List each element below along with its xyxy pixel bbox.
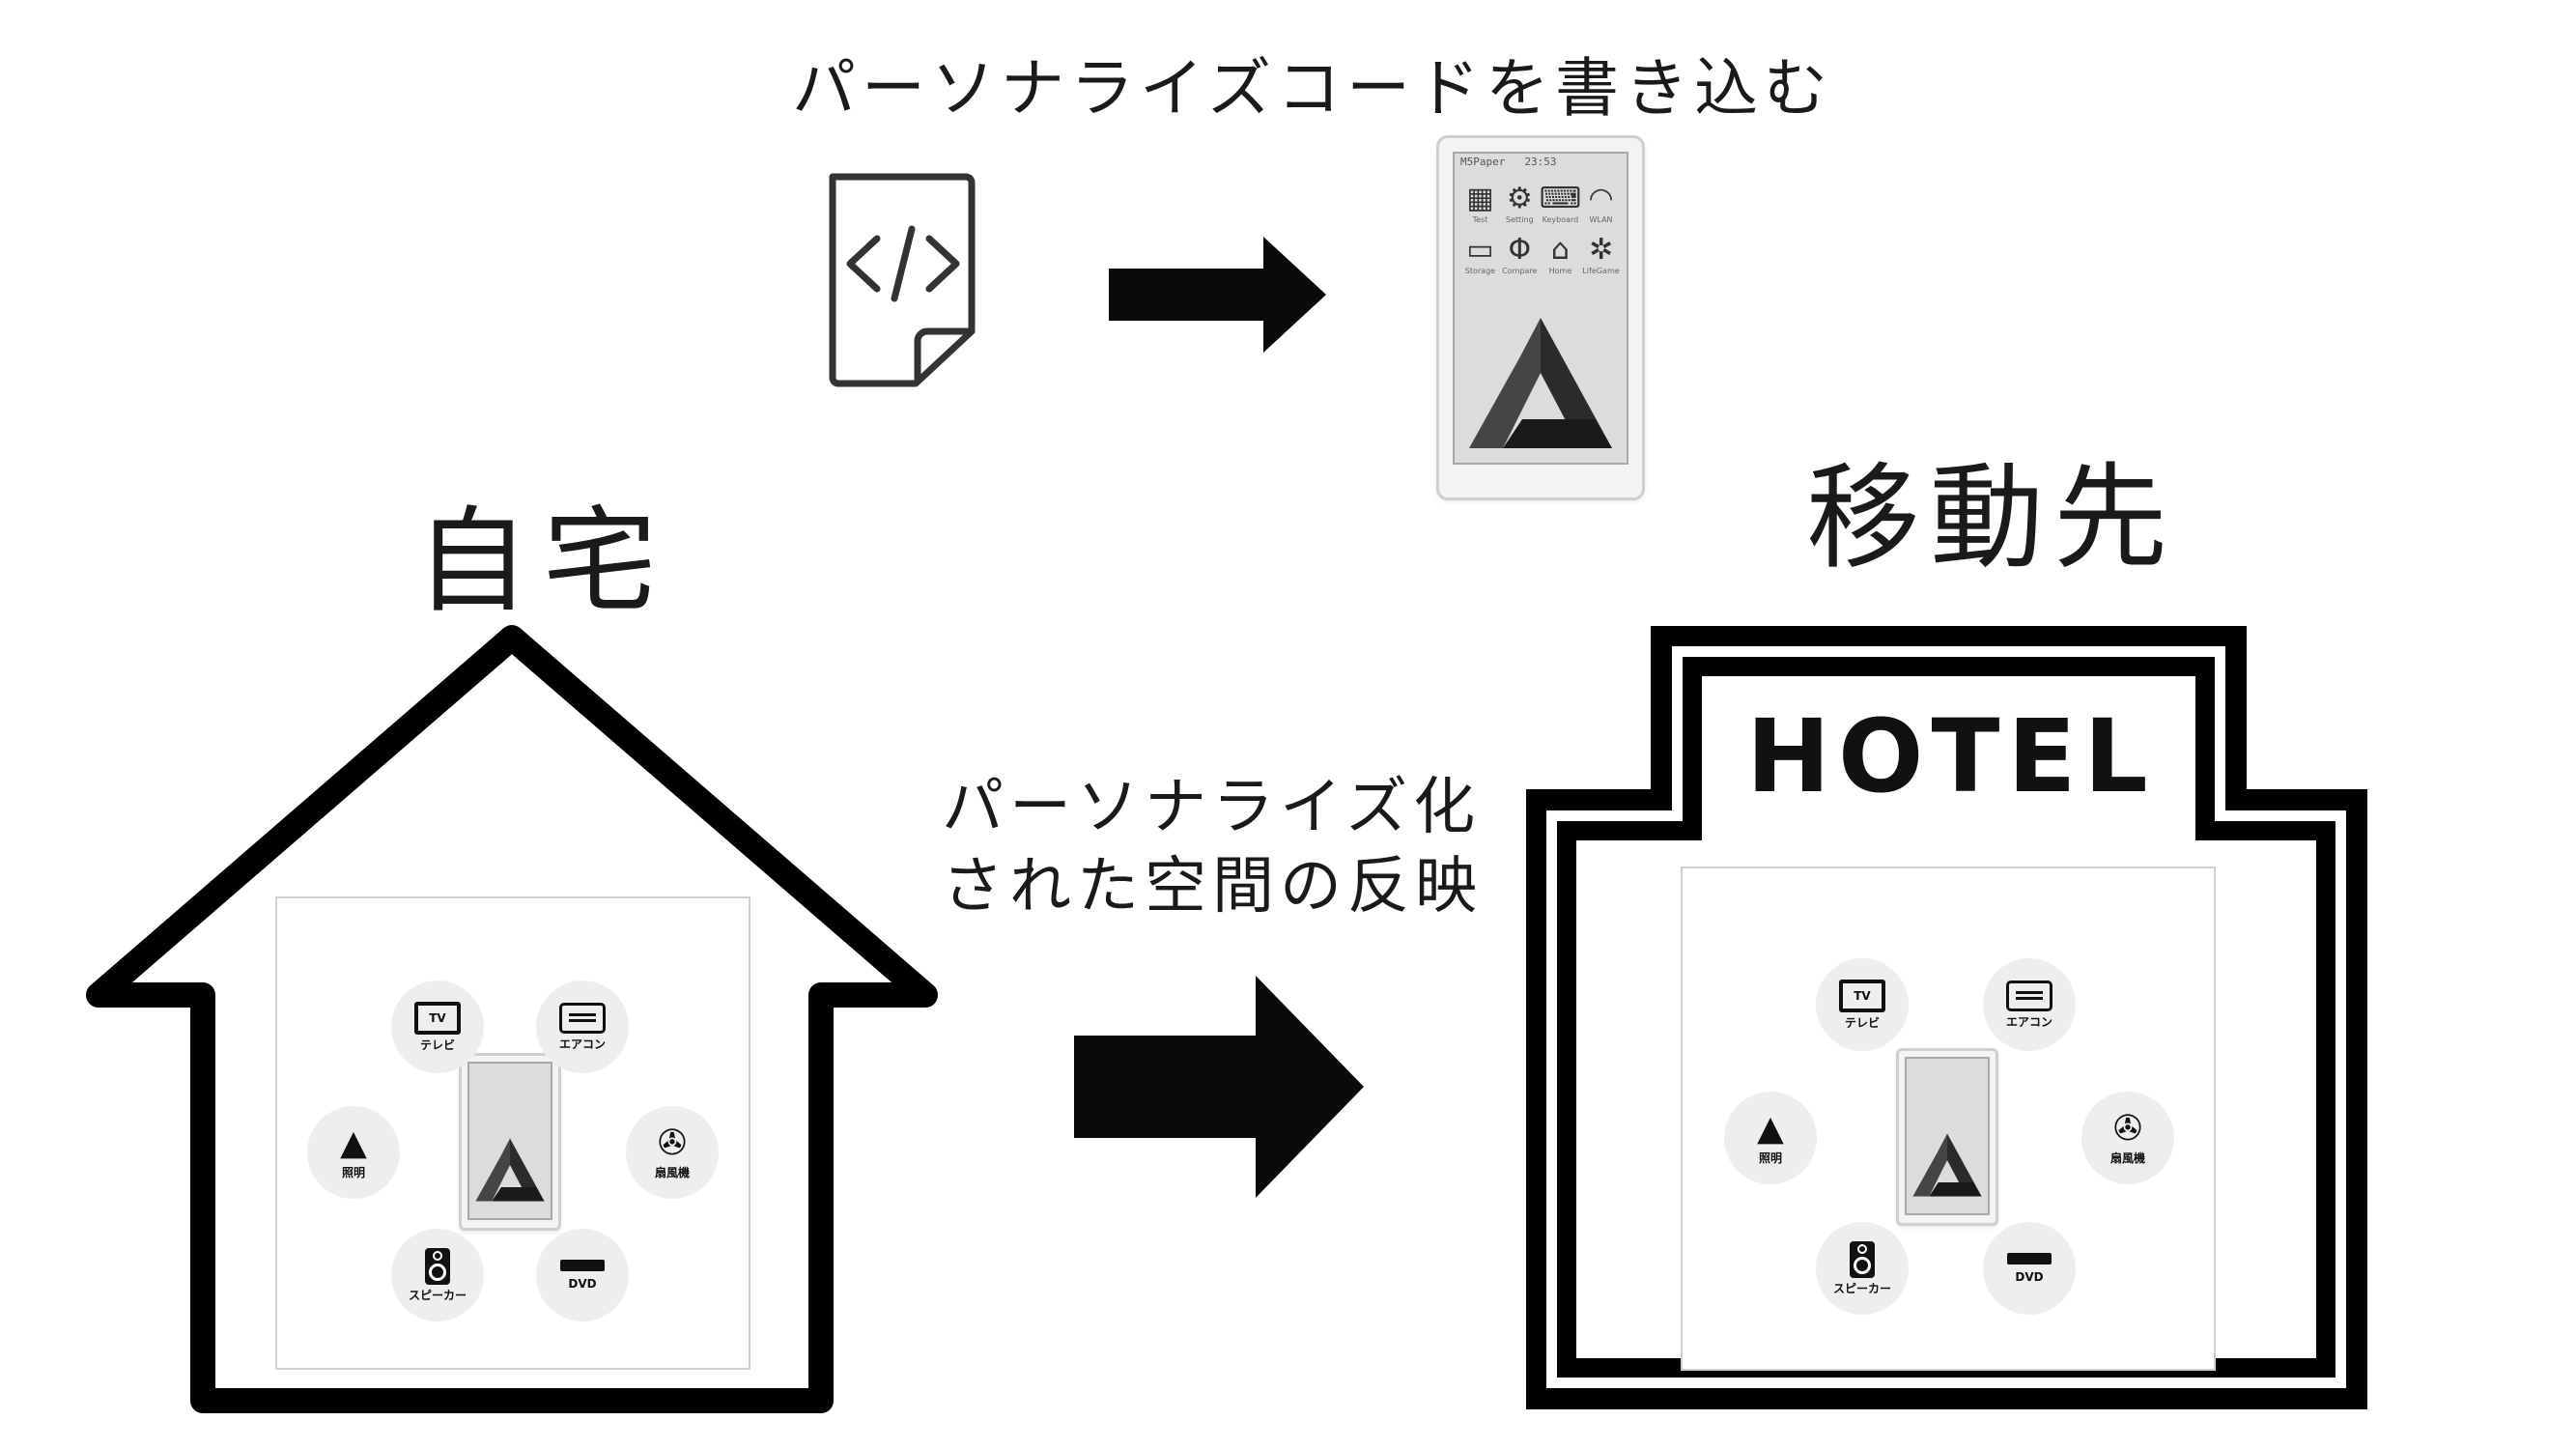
destination-tv-button[interactable]: TV テレビ	[1816, 958, 1909, 1051]
destination-fan-button[interactable]: ✇ 扇風機	[2081, 1092, 2174, 1184]
aircon-label: エアコン	[558, 1037, 606, 1051]
home-penrose-logo	[475, 1138, 545, 1202]
status-time: 23:53	[1524, 156, 1557, 168]
compare-icon: Φ	[1508, 233, 1532, 267]
home-light-button[interactable]: ▲ 照明	[307, 1106, 400, 1199]
light-label: 照明	[1758, 1151, 1782, 1165]
fan-icon: ✇	[657, 1122, 688, 1163]
penrose-triangle-logo	[1469, 318, 1612, 448]
status-device-name: M5Paper	[1460, 156, 1506, 168]
hotel-sign: HOTEL	[1746, 697, 2156, 815]
fan-icon: ✇	[2112, 1108, 2143, 1149]
home-title: 自宅	[415, 495, 671, 628]
tv-label: テレビ	[419, 1037, 455, 1052]
dvd-label: DVD	[568, 1277, 597, 1291]
destination-device-screen	[1905, 1057, 1990, 1215]
destination-aircon-button[interactable]: エアコン	[1983, 958, 2076, 1051]
home-fan-button[interactable]: ✇ 扇風機	[626, 1106, 719, 1199]
destination-title: 移動先	[1806, 451, 2178, 584]
light-icon: ▲	[340, 1122, 367, 1163]
lifegame-icon: ✲	[1588, 233, 1614, 267]
home-speaker-button[interactable]: スピーカー	[391, 1229, 484, 1321]
speaker-icon	[425, 1247, 450, 1285]
device-screen: M5Paper 23:53 ▦Test ⚙Setting ⌨Keyboard ◠…	[1453, 152, 1628, 465]
light-label: 照明	[341, 1165, 365, 1179]
app-home[interactable]: ⌂Home	[1540, 233, 1581, 276]
home-device	[459, 1053, 561, 1231]
code-file-icon	[829, 173, 976, 387]
home-aircon-button[interactable]: エアコン	[536, 980, 629, 1073]
speaker-label: スピーカー	[408, 1288, 467, 1302]
app-test[interactable]: ▦Test	[1460, 182, 1500, 225]
fan-label: 扇風機	[2109, 1151, 2145, 1165]
aircon-icon	[2006, 980, 2052, 1011]
aircon-label: エアコン	[2005, 1014, 2052, 1029]
write-code-caption: パーソナライズコードを書き込む	[792, 51, 1834, 126]
tv-icon: TV	[414, 1001, 461, 1035]
app-wlan[interactable]: ◠WLAN	[1581, 182, 1621, 225]
reflect-arrow-icon	[1074, 976, 1364, 1198]
speaker-icon	[1850, 1240, 1875, 1278]
tv-label: テレビ	[1844, 1015, 1880, 1030]
light-icon: ▲	[1757, 1108, 1784, 1149]
write-arrow-icon	[1109, 237, 1326, 353]
storage-icon: ▭	[1466, 233, 1494, 267]
m5paper-device: M5Paper 23:53 ▦Test ⚙Setting ⌨Keyboard ◠…	[1436, 135, 1645, 500]
app-lifegame[interactable]: ✲LifeGame	[1582, 233, 1620, 276]
reflect-caption: パーソナライズ化 された空間の反映	[942, 768, 1483, 926]
home-device-screen	[467, 1062, 552, 1220]
setting-icon: ⚙	[1506, 182, 1533, 215]
destination-light-button[interactable]: ▲ 照明	[1724, 1092, 1817, 1184]
home-dvd-button[interactable]: DVD	[536, 1229, 629, 1321]
dvd-icon	[2007, 1253, 2052, 1264]
device-status-bar: M5Paper 23:53	[1455, 154, 1627, 171]
dvd-icon	[560, 1260, 605, 1271]
dvd-label: DVD	[2015, 1270, 2044, 1284]
fan-label: 扇風機	[654, 1165, 690, 1179]
reflect-caption-line1: パーソナライズ化	[942, 772, 1482, 843]
destination-device	[1896, 1048, 1998, 1226]
destination-penrose-logo	[1912, 1133, 1982, 1197]
app-grid: ▦Test ⚙Setting ⌨Keyboard ◠WLAN ▭Storage …	[1460, 182, 1621, 276]
app-setting[interactable]: ⚙Setting	[1500, 182, 1540, 225]
destination-speaker-button[interactable]: スピーカー	[1816, 1222, 1909, 1315]
app-keyboard[interactable]: ⌨Keyboard	[1539, 182, 1582, 225]
wifi-icon: ◠	[1588, 182, 1614, 215]
test-icon: ▦	[1466, 182, 1494, 215]
destination-dvd-button[interactable]: DVD	[1983, 1222, 2076, 1315]
tv-icon: TV	[1839, 979, 1885, 1012]
app-storage[interactable]: ▭Storage	[1460, 233, 1500, 276]
home-tv-button[interactable]: TV テレビ	[391, 980, 484, 1073]
home-icon: ⌂	[1550, 233, 1570, 267]
speaker-label: スピーカー	[1832, 1281, 1891, 1295]
reflect-caption-line2: された空間の反映	[942, 851, 1483, 923]
aircon-icon	[559, 1002, 606, 1034]
keyboard-icon: ⌨	[1539, 182, 1582, 215]
